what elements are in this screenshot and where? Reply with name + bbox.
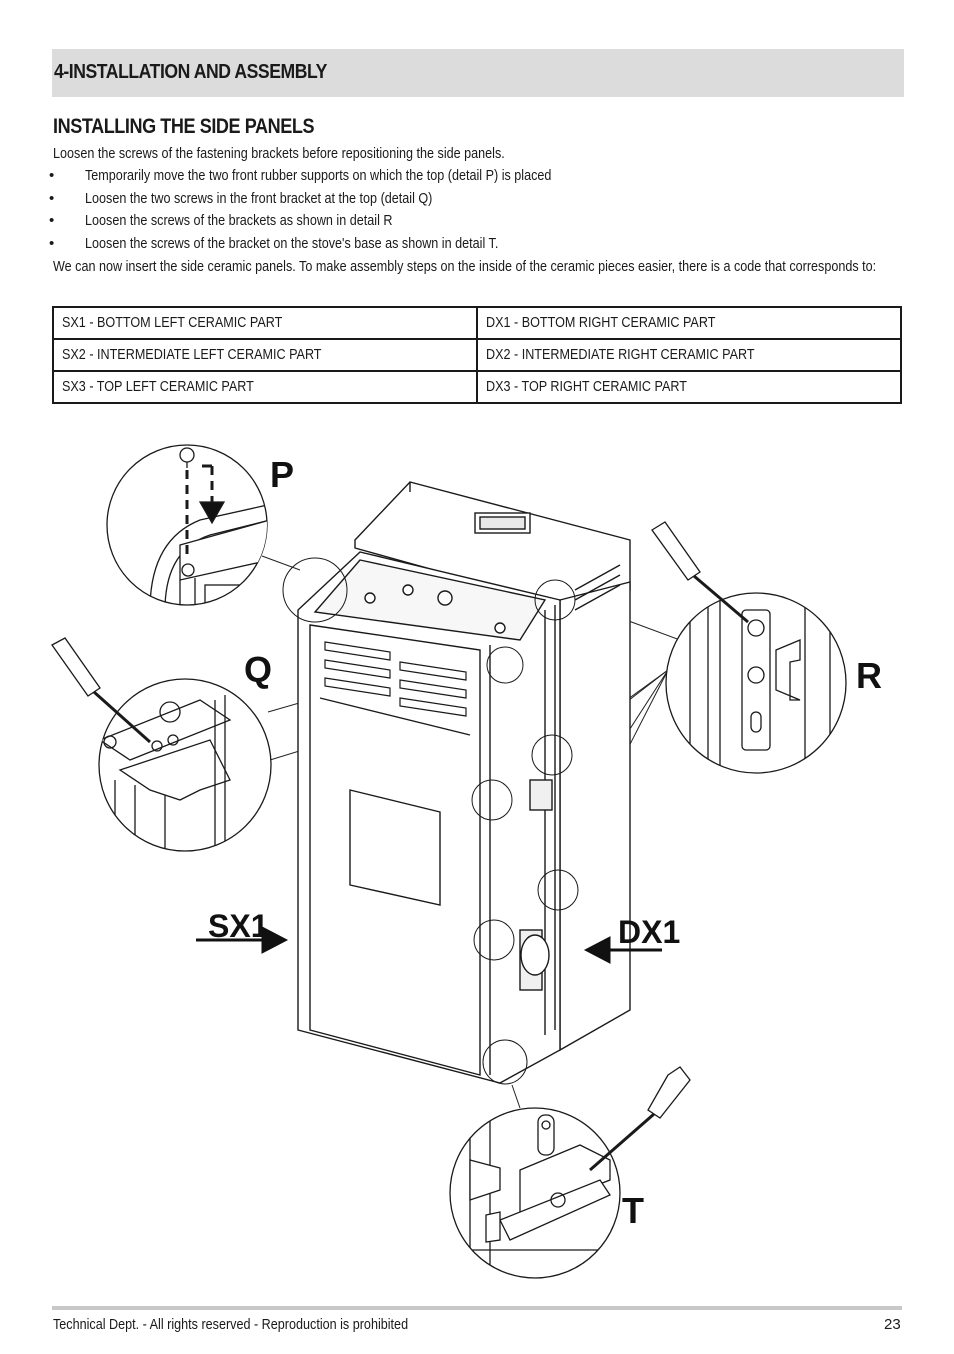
bullet-icon: • — [49, 167, 55, 184]
label-p: P — [270, 454, 294, 495]
detail-markers — [282, 557, 579, 1085]
footer-rule — [52, 1306, 902, 1310]
table-cell: DX2 - INTERMEDIATE RIGHT CERAMIC PART — [476, 338, 902, 372]
table-cell: SX2 - INTERMEDIATE LEFT CERAMIC PART — [52, 338, 478, 372]
list-item: • Loosen the two screws in the front bra… — [45, 188, 905, 211]
section-header-bar: 4-INSTALLATION AND ASSEMBLY — [52, 49, 904, 97]
bullet-icon: • — [49, 212, 55, 230]
chapter-title: 4-INSTALLATION AND ASSEMBLY — [54, 61, 327, 83]
table-row: SX3 - TOP LEFT CERAMIC PART DX3 - TOP RI… — [52, 370, 902, 404]
section-title: INSTALLING THE SIDE PANELS — [53, 115, 315, 138]
label-r: R — [856, 655, 882, 696]
list-item: • Loosen the screws of the brackets as s… — [45, 210, 905, 233]
table-cell: DX3 - TOP RIGHT CERAMIC PART — [476, 370, 902, 404]
dx1-arrow — [583, 936, 662, 964]
table-cell: DX1 - BOTTOM RIGHT CERAMIC PART — [476, 306, 902, 340]
ceramic-code-table: SX1 - BOTTOM LEFT CERAMIC PART DX1 - BOT… — [52, 306, 902, 404]
table-row: SX1 - BOTTOM LEFT CERAMIC PART DX1 - BOT… — [52, 306, 902, 340]
list-item-text: Loosen the two screws in the front brack… — [85, 189, 433, 207]
detail-t — [449, 1066, 691, 1279]
detail-p — [106, 444, 268, 606]
stove-body — [297, 481, 631, 1084]
label-dx1: DX1 — [618, 914, 680, 950]
stove-assembly-figure: P Q — [51, 444, 882, 1279]
list-item-text: Loosen the screws of the brackets as sho… — [85, 212, 393, 230]
intro-paragraph: Loosen the screws of the fastening brack… — [53, 145, 505, 162]
list-item: • Loosen the screws of the bracket on th… — [45, 233, 905, 256]
label-q: Q — [244, 649, 272, 690]
label-sx1: SX1 — [208, 908, 268, 944]
detail-r — [651, 521, 847, 774]
list-item-text: Loosen the screws of the bracket on the … — [85, 234, 499, 252]
list-item: • Temporarily move the two front rubber … — [45, 165, 905, 188]
table-row: SX2 - INTERMEDIATE LEFT CERAMIC PART DX2… — [52, 338, 902, 372]
sx1-arrow — [196, 926, 289, 954]
bullet-icon: • — [49, 189, 55, 207]
outro-paragraph: We can now insert the side ceramic panel… — [53, 258, 877, 275]
bullet-icon: • — [49, 234, 55, 252]
table-cell: SX3 - TOP LEFT CERAMIC PART — [52, 370, 478, 404]
footer-text: Technical Dept. - All rights reserved - … — [53, 1316, 409, 1333]
list-item-text: Temporarily move the two front rubber su… — [85, 167, 552, 184]
instruction-list: • Temporarily move the two front rubber … — [45, 165, 905, 255]
label-t: T — [622, 1190, 644, 1231]
page-number: 23 — [884, 1316, 901, 1333]
table-cell: SX1 - BOTTOM LEFT CERAMIC PART — [52, 306, 478, 340]
detail-q — [51, 637, 272, 852]
